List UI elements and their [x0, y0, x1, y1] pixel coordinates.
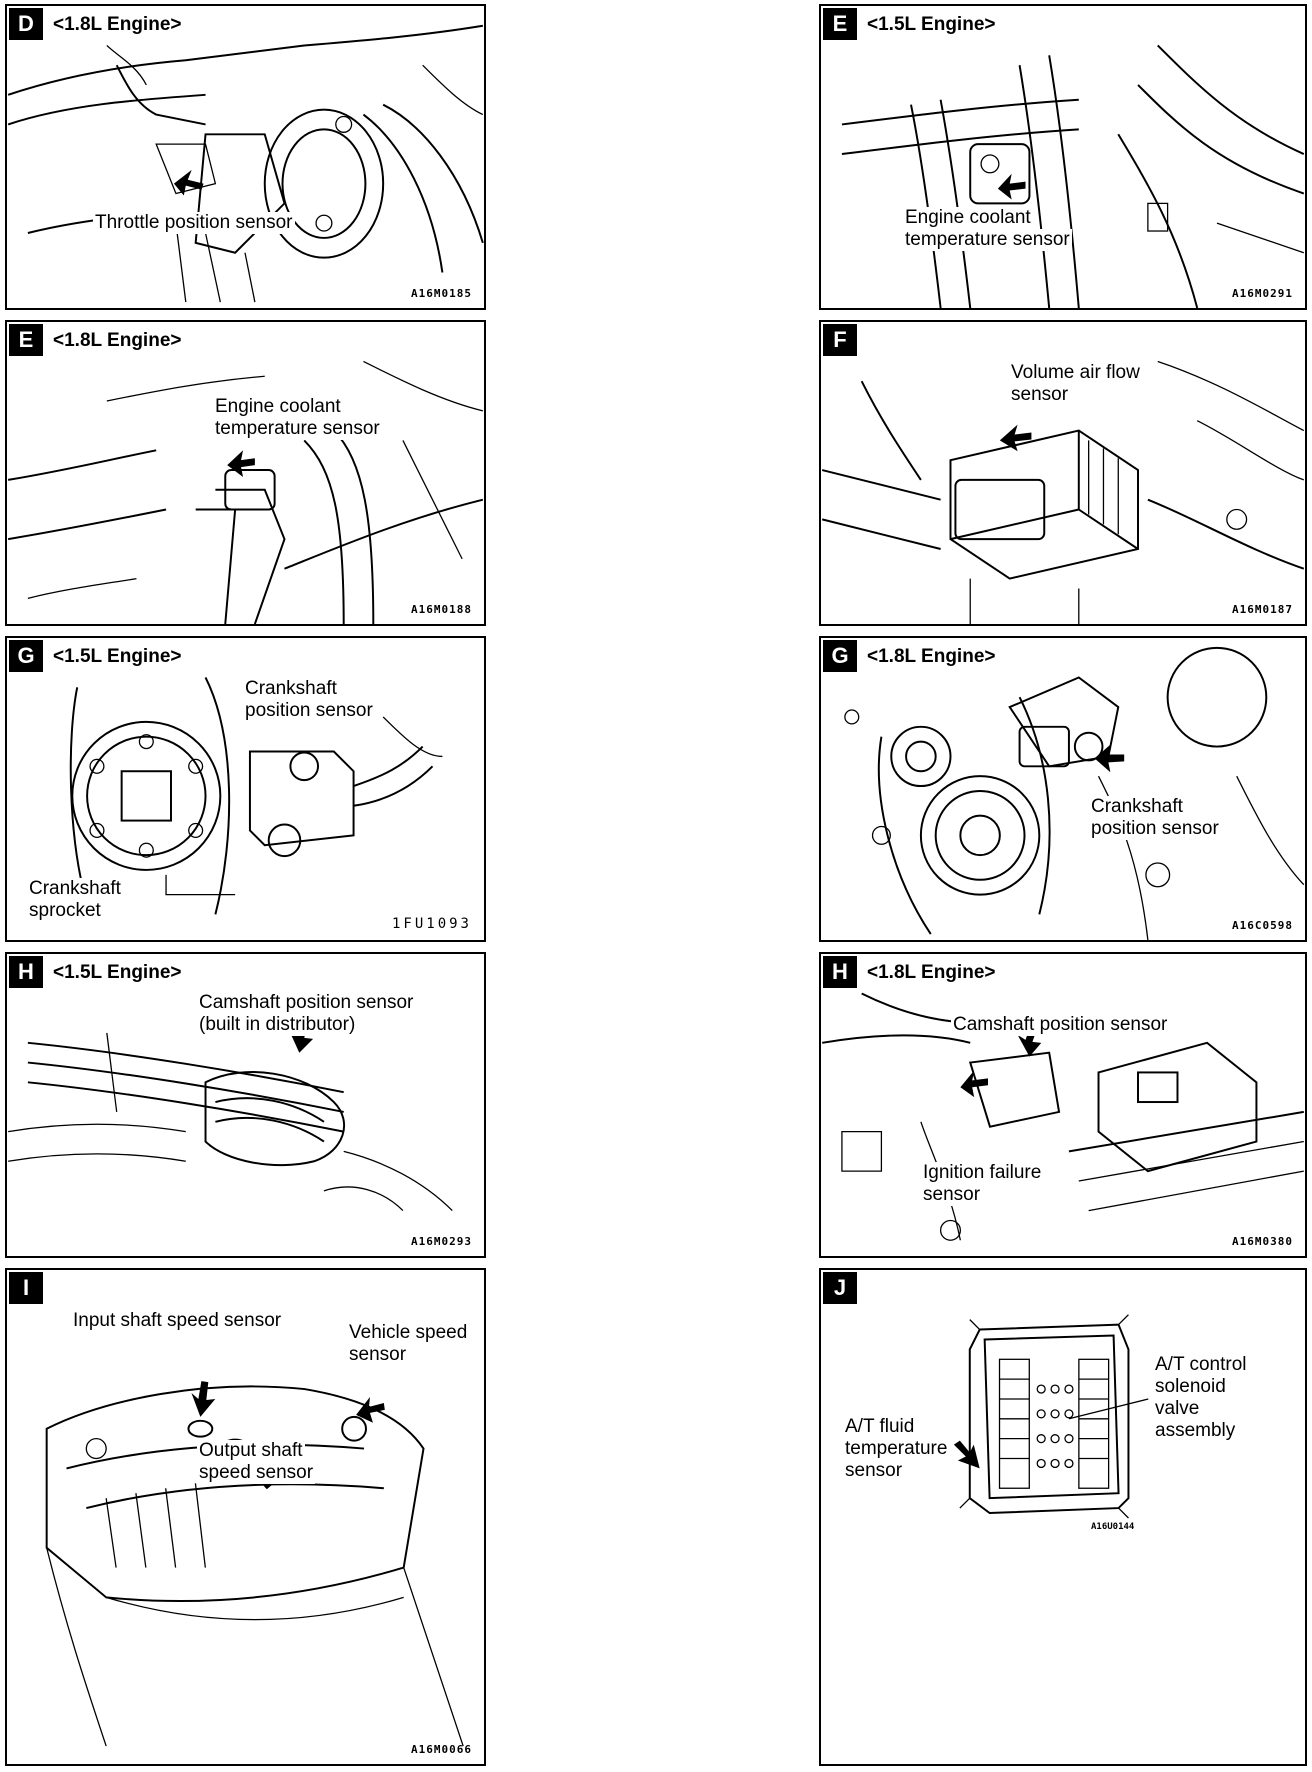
- engine-variant: <1.5L Engine>: [53, 962, 182, 983]
- coolant-sensor-illustration: [7, 360, 484, 624]
- engine-variant: <1.8L Engine>: [53, 14, 182, 35]
- at-control-solenoid-label-line-4: assembly: [1153, 1420, 1238, 1442]
- crankshaft-position-sensor-label-line-1: Crankshaft: [243, 678, 339, 700]
- output-shaft-speed-sensor-label-line-2: speed sensor: [197, 1462, 316, 1484]
- output-shaft-speed-sensor-label-line-1: Output shaft: [197, 1440, 305, 1462]
- transmission-speed-sensors-illustration: [45, 1381, 464, 1747]
- camshaft-position-sensor-label-line-2: (built in distributor): [197, 1014, 358, 1036]
- volume-air-flow-sensor-illustration: [821, 360, 1305, 624]
- panel-e-coolant-sensor-1-5l: E <1.5L Engine> Engine coolant temperatu…: [819, 4, 1307, 310]
- figure-code: A16M0188: [411, 603, 472, 616]
- camshaft-position-sensor-label: Camshaft position sensor: [951, 1014, 1170, 1036]
- crankshaft-sprocket-label-line-2: sprocket: [27, 900, 103, 922]
- figure-code: 1FU1093: [391, 916, 472, 932]
- crankshaft-position-sensor-illustration: [69, 677, 443, 915]
- crankshaft-position-sensor-illustration: [844, 646, 1305, 940]
- coolant-sensor-label-line-2: temperature sensor: [903, 229, 1072, 251]
- panel-g-crankshaft-sensor-1-5l: G <1.5L Engine> Crankshaft position sens…: [5, 636, 486, 942]
- coolant-sensor-label-line-2: temperature sensor: [213, 418, 382, 440]
- coolant-sensor-label-line-1: Engine coolant: [213, 396, 343, 418]
- camshaft-ignition-sensor-illustration: [822, 992, 1304, 1241]
- panel-e-coolant-sensor-1-8l: E <1.8L Engine> Engine coolant temperatu…: [5, 320, 486, 626]
- panel-i-transmission-speed-sensors: I Input shaft speed sensor Vehicle speed…: [5, 1268, 486, 1766]
- panel-g-crankshaft-sensor-1-8l: G <1.8L Engine> Crankshaft position sens…: [819, 636, 1307, 942]
- coolant-sensor-illustration: [841, 44, 1305, 308]
- panel-letter: G: [9, 640, 43, 672]
- figure-code: A16C0598: [1232, 919, 1293, 932]
- at-fluid-temperature-sensor-label-line-3: sensor: [843, 1460, 905, 1482]
- crankshaft-sprocket-label-line-1: Crankshaft: [27, 878, 123, 900]
- ignition-failure-sensor-label-line-1: Ignition failure: [921, 1162, 1044, 1184]
- throttle-position-sensor-label: Throttle position sensor: [93, 212, 295, 234]
- panel-h-camshaft-sensor-1-8l: H <1.8L Engine> Camshaft position sensor…: [819, 952, 1307, 1258]
- panel-letter: G: [823, 640, 857, 672]
- crankshaft-position-sensor-label-line-2: position sensor: [1089, 818, 1221, 840]
- panel-letter: I: [9, 1272, 43, 1304]
- throttle-position-sensor-illustration: [7, 24, 484, 303]
- crankshaft-position-sensor-label-line-2: position sensor: [243, 700, 375, 722]
- at-fluid-temperature-sensor-label-line-2: temperature: [843, 1438, 950, 1460]
- engine-variant: <1.5L Engine>: [53, 646, 182, 667]
- at-fluid-temperature-sensor-label-line-1: A/T fluid: [843, 1416, 917, 1438]
- at-control-solenoid-label-line-2: solenoid: [1153, 1376, 1228, 1398]
- figure-code: A16M0185: [411, 287, 472, 300]
- crankshaft-position-sensor-label-line-1: Crankshaft: [1089, 796, 1185, 818]
- solenoid-valve-assembly-illustration: [953, 1314, 1149, 1519]
- engine-variant: <1.5L Engine>: [867, 14, 996, 35]
- coolant-sensor-label-line-1: Engine coolant: [903, 207, 1033, 229]
- panel-letter: F: [823, 324, 857, 356]
- volume-air-flow-sensor-label-line-2: sensor: [1009, 384, 1071, 406]
- engine-variant: <1.8L Engine>: [867, 962, 996, 983]
- figure-code: A16M0293: [411, 1235, 472, 1248]
- panel-letter: E: [823, 8, 857, 40]
- panel-letter: H: [823, 956, 857, 988]
- vehicle-speed-sensor-label-line-1: Vehicle speed: [347, 1322, 470, 1344]
- at-control-solenoid-label-line-1: A/T control: [1153, 1354, 1249, 1376]
- panel-letter: J: [823, 1272, 857, 1304]
- figure-code: A16U0144: [1091, 1522, 1135, 1532]
- ignition-failure-sensor-label-line-2: sensor: [921, 1184, 983, 1206]
- panel-letter: D: [9, 8, 43, 40]
- panel-f-volume-air-flow-sensor: F Volume air flow sensor A16M0187: [819, 320, 1307, 626]
- figure-code: A16M0380: [1232, 1235, 1293, 1248]
- panel-h-camshaft-sensor-1-5l: H <1.5L Engine> Camshaft position sensor…: [5, 952, 486, 1258]
- engine-variant: <1.8L Engine>: [53, 330, 182, 351]
- figure-code: A16M0187: [1232, 603, 1293, 616]
- input-shaft-speed-sensor-label: Input shaft speed sensor: [71, 1310, 284, 1332]
- panel-j-solenoid-valve-assembly: J A/T control solenoid valve assembly A/…: [819, 1268, 1307, 1766]
- at-control-solenoid-label-line-3: valve: [1153, 1398, 1202, 1420]
- volume-air-flow-sensor-label-line-1: Volume air flow: [1009, 362, 1142, 384]
- panel-letter: H: [9, 956, 43, 988]
- panel-d-throttle-position-sensor: D <1.8L Engine> Throttle position sensor…: [5, 4, 486, 310]
- panel-letter: E: [9, 324, 43, 356]
- figure-code: A16M0291: [1232, 287, 1293, 300]
- camshaft-position-sensor-label-line-1: Camshaft position sensor: [197, 992, 416, 1014]
- figure-code: A16M0066: [411, 1743, 472, 1756]
- vehicle-speed-sensor-label-line-2: sensor: [347, 1344, 409, 1366]
- engine-variant: <1.8L Engine>: [867, 646, 996, 667]
